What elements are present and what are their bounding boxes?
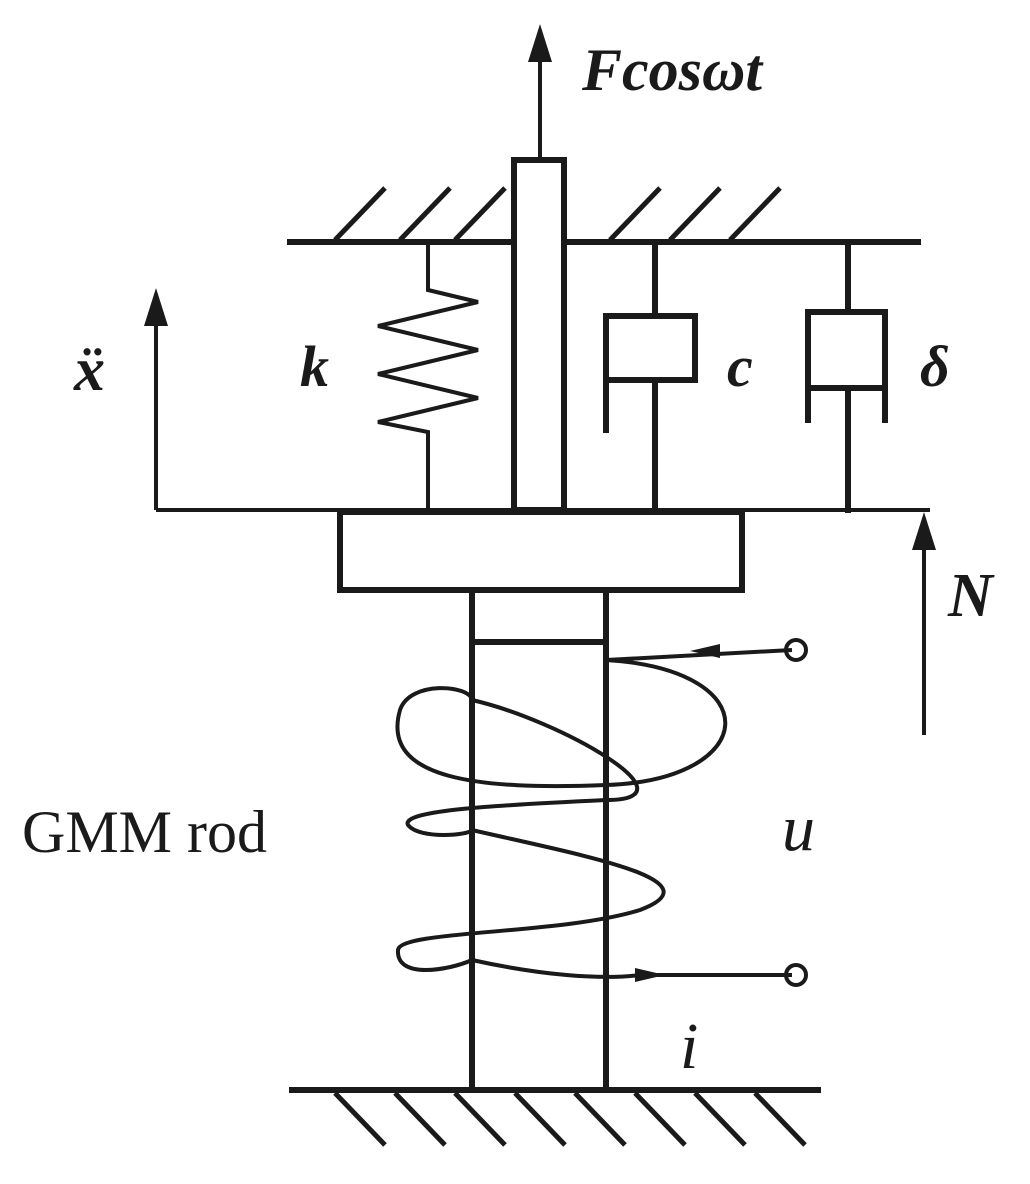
- force-arrow: [528, 24, 552, 160]
- damper-delta: [805, 239, 888, 513]
- top-ground-hatching: [333, 186, 782, 242]
- normal-force-arrow: [912, 512, 936, 735]
- voltage-label: u: [782, 792, 815, 865]
- spring-label: k: [300, 334, 329, 399]
- output-rod: [511, 157, 567, 513]
- coil: [395, 648, 793, 979]
- top-ground: [287, 186, 921, 245]
- gmm-rod: [469, 589, 609, 1093]
- coil-terminals: [635, 638, 808, 987]
- force-label: Fcosωt: [581, 37, 764, 103]
- normal-force-label: N: [947, 562, 995, 630]
- gmm-rod-label: GMM rod: [22, 799, 267, 865]
- damper-c: [603, 239, 698, 513]
- acceleration-arrow: [144, 288, 168, 510]
- bottom-ground: [289, 1087, 821, 1147]
- acceleration-label: ẍ: [73, 336, 105, 404]
- current-label: i: [680, 1010, 698, 1083]
- spring-k: [377, 242, 479, 510]
- damper-c-label: c: [727, 334, 753, 399]
- mass-plate: [337, 509, 745, 593]
- bottom-ground-hatching: [333, 1091, 807, 1147]
- damper-delta-label: δ: [920, 334, 950, 399]
